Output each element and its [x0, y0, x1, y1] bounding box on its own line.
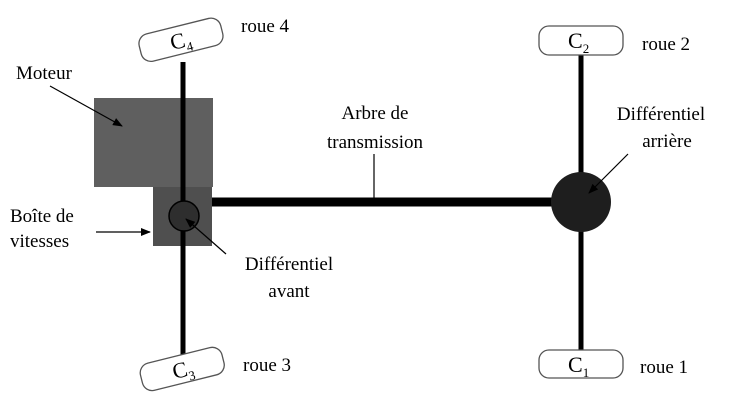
svg-text:C1: C1 [568, 352, 589, 380]
drive-shaft-label-line1: Arbre de [342, 103, 409, 124]
drive-shaft-label-line2: transmission [327, 132, 424, 153]
gearbox-label-line1: Boîte de [10, 206, 74, 227]
wheel-c3-index: 3 [187, 367, 197, 383]
wheel-c4-letter: C [167, 27, 187, 55]
wheel-c4-index: 4 [185, 38, 195, 54]
wheel-c1-letter: C [568, 352, 583, 377]
wheel-c1-index: 1 [583, 365, 590, 380]
svg-text:C4: C4 [167, 26, 195, 58]
wheel-c1: C1 [538, 349, 624, 380]
gearbox-label-line2: vitesses [10, 231, 69, 252]
wheel-c2: C2 [538, 25, 624, 56]
wheel-c3: C3 [139, 346, 225, 392]
engine-pointer-arrow [49, 85, 123, 127]
wheel-c3-name: roue 3 [243, 355, 291, 376]
front-differential-label-line2: avant [268, 281, 310, 302]
wheel-c2-name: roue 2 [642, 34, 690, 55]
front-differential-label-line1: Différentiel [245, 254, 333, 275]
engine-label: Moteur [16, 63, 73, 84]
wheel-c2-index: 2 [583, 41, 590, 56]
rear-differential-label-line2: arrière [642, 131, 692, 152]
front-differential-pointer-arrow [185, 218, 227, 255]
svg-text:C2: C2 [568, 28, 589, 56]
wheel-c4-name: roue 4 [241, 16, 290, 37]
engine-block [94, 98, 213, 187]
rear-differential-pointer-arrow [588, 153, 629, 194]
wheel-c1-name: roue 1 [640, 357, 688, 378]
wheel-c4: C4 [138, 17, 224, 63]
wheel-c2-letter: C [568, 28, 583, 53]
rear-differential [551, 172, 611, 232]
rear-differential-label-line1: Différentiel [617, 104, 705, 125]
wheel-c3-letter: C [170, 356, 190, 384]
svg-text:C3: C3 [170, 355, 197, 387]
